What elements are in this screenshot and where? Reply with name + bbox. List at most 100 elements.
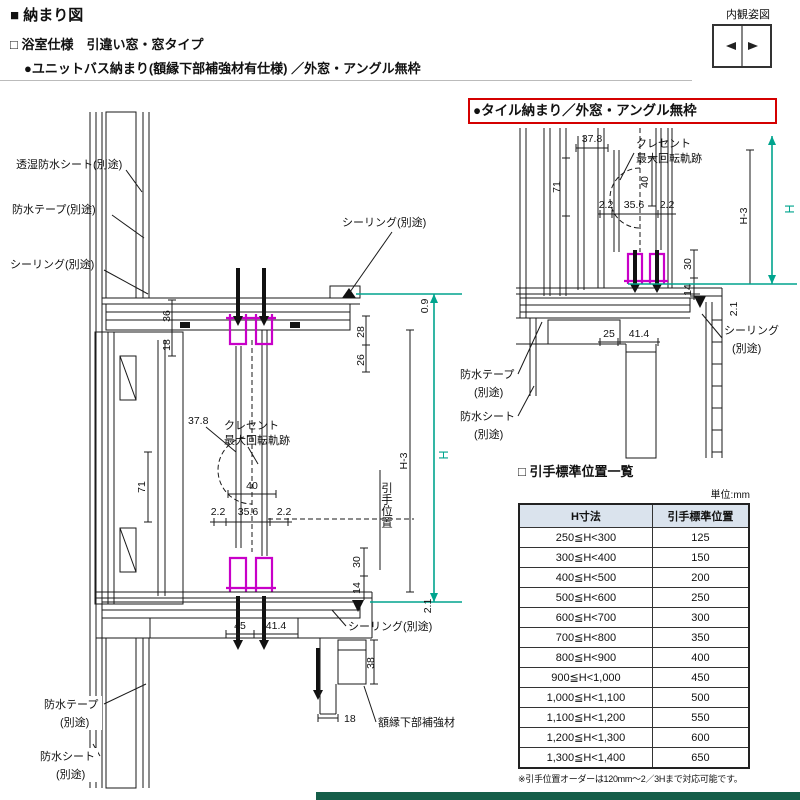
dim-18-bottom: 18 xyxy=(344,713,356,725)
dim-2-2-left: 2.2 xyxy=(211,506,226,518)
right-sash-section xyxy=(519,128,673,318)
dim-71: 71 xyxy=(136,481,148,493)
left-slide-arrow-icon xyxy=(726,42,736,50)
cell-h-range: 900≦H<1,000 xyxy=(518,667,653,688)
interior-view-label: 内観姿図 xyxy=(726,9,770,21)
cell-position: 150 xyxy=(651,547,750,568)
table-header-row: H寸法 引手標準位置 xyxy=(518,503,750,528)
page-title: ■ 納まり図 xyxy=(10,7,84,24)
dim-2-2-left-right: 2.2 xyxy=(599,199,614,211)
dim-h-minus-3-right: H-3 xyxy=(738,207,750,224)
right-interlock-highlight xyxy=(624,250,668,293)
table-title: □ 引手標準位置一覧 xyxy=(518,464,634,479)
right-leader-lines xyxy=(517,152,723,417)
dim-38: 38 xyxy=(365,657,377,669)
dim-2-2-right: 2.2 xyxy=(277,506,292,518)
cell-h-range: 1,100≦H<1,200 xyxy=(518,707,653,728)
dim-30: 30 xyxy=(351,556,363,568)
label-waterproof-tape-top: 防水テープ(別途) xyxy=(12,202,96,216)
dim-30-right: 30 xyxy=(682,258,694,270)
label-breathable-waterproof-sheet: 透湿防水シート(別途) xyxy=(16,157,122,171)
dim-2-2-right-right: 2.2 xyxy=(660,199,675,211)
label-crescent-trace-right: 最大回転軌跡 xyxy=(636,151,702,165)
cell-position: 400 xyxy=(651,647,750,668)
cell-h-range: 1,300≦H<1,400 xyxy=(518,747,653,769)
cell-position: 550 xyxy=(651,707,750,728)
cell-h-range: 500≦H<600 xyxy=(518,587,653,608)
left-diagram: 透湿防水シート(別途) 防水テープ(別途) シーリング(別途) シーリング(別途… xyxy=(10,111,462,789)
left-sash-section xyxy=(94,330,414,605)
description-line: ●ユニットバス納まり(額縁下部補強材有仕様) ／外窓・アングル無枠 xyxy=(24,61,421,76)
header-divider xyxy=(0,80,692,81)
left-interlock-highlight-top xyxy=(226,268,276,346)
col-header-handle-position: 引手標準位置 xyxy=(651,503,750,528)
cell-position: 200 xyxy=(651,567,750,588)
dim-2-1-right: 2.1 xyxy=(728,302,740,317)
col-header-h-size: H寸法 xyxy=(518,503,653,528)
right-diagram: クレセント 最大回転軌跡 シーリング (別途) 防水テープ (別途) 防水シート… xyxy=(460,128,797,459)
dim-35-6-right: 35.6 xyxy=(624,199,645,211)
cell-h-range: 1,000≦H<1,100 xyxy=(518,687,653,708)
cell-position: 450 xyxy=(651,667,750,688)
dim-h-right: H xyxy=(783,204,797,213)
label-waterproof-tape-bottom: 防水テープ xyxy=(44,697,98,711)
cell-position: 500 xyxy=(651,687,750,708)
label-sealing-right: シーリング xyxy=(724,323,779,337)
right-labels: クレセント 最大回転軌跡 シーリング (別途) 防水テープ (別途) 防水シート… xyxy=(460,137,779,441)
cell-h-range: 300≦H<400 xyxy=(518,547,653,568)
cell-position: 650 xyxy=(651,747,750,769)
dim-18: 18 xyxy=(161,339,173,351)
right-slide-arrow-icon xyxy=(748,42,758,50)
cell-position: 125 xyxy=(651,527,750,548)
cell-h-range: 700≦H<800 xyxy=(518,627,653,648)
label-waterproof-sheet-right-2: (別途) xyxy=(474,427,503,441)
label-sealing-top: シーリング(別途) xyxy=(10,257,94,271)
label-crescent-trace: 最大回転軌跡 xyxy=(224,433,290,447)
label-waterproof-sheet-bottom: 防水シート xyxy=(40,749,95,763)
label-waterproof-sheet-bottom-2: (別途) xyxy=(56,767,85,781)
cell-position: 300 xyxy=(651,607,750,628)
label-waterproof-tape-right-2: (別途) xyxy=(474,385,503,399)
dim-0-9: 0.9 xyxy=(419,299,431,314)
dim-41-4: 41.4 xyxy=(266,620,287,632)
dim-28: 28 xyxy=(355,326,367,338)
label-waterproof-sheet-right: 防水シート xyxy=(460,409,515,423)
left-dimension-lines xyxy=(144,299,414,722)
sliding-window-icon xyxy=(712,24,772,68)
spec-line: □ 浴室仕様 引違い窓・窓タイプ xyxy=(10,37,204,52)
left-head-frame xyxy=(102,285,361,331)
right-height-dimension-green xyxy=(628,136,797,285)
dim-14: 14 xyxy=(351,582,363,594)
cell-position: 350 xyxy=(651,627,750,648)
dim-37-8-right: 37.8 xyxy=(582,133,603,145)
dim-26: 26 xyxy=(355,354,367,366)
footer-bar xyxy=(316,792,800,800)
dim-14-right: 14 xyxy=(682,284,694,296)
left-leader-lines xyxy=(92,169,393,757)
dim-25-right: 25 xyxy=(603,328,615,340)
label-waterproof-tape-bottom-2: (別途) xyxy=(60,715,89,729)
window-type-icon xyxy=(712,24,772,68)
left-dimension-texts: 36 18 28 26 0.9 37.8 71 40 2.2 35.6 2.2 … xyxy=(136,299,451,725)
label-frame-reinforcement: 額縁下部補強材 xyxy=(378,715,455,729)
left-height-dimension-green xyxy=(356,293,462,603)
left-interlock-highlight-bottom xyxy=(226,556,276,650)
dim-h-minus-3: H-3 xyxy=(398,452,410,469)
dim-37-8: 37.8 xyxy=(188,415,209,427)
dim-h: H xyxy=(437,450,451,459)
cell-h-range: 800≦H<900 xyxy=(518,647,653,668)
label-sealing-right-2: (別途) xyxy=(732,341,761,355)
tile-section-title-box: ●タイル納まり／外窓・アングル無枠 xyxy=(468,98,777,124)
label-sealing-mid: シーリング(別途) xyxy=(342,215,426,229)
